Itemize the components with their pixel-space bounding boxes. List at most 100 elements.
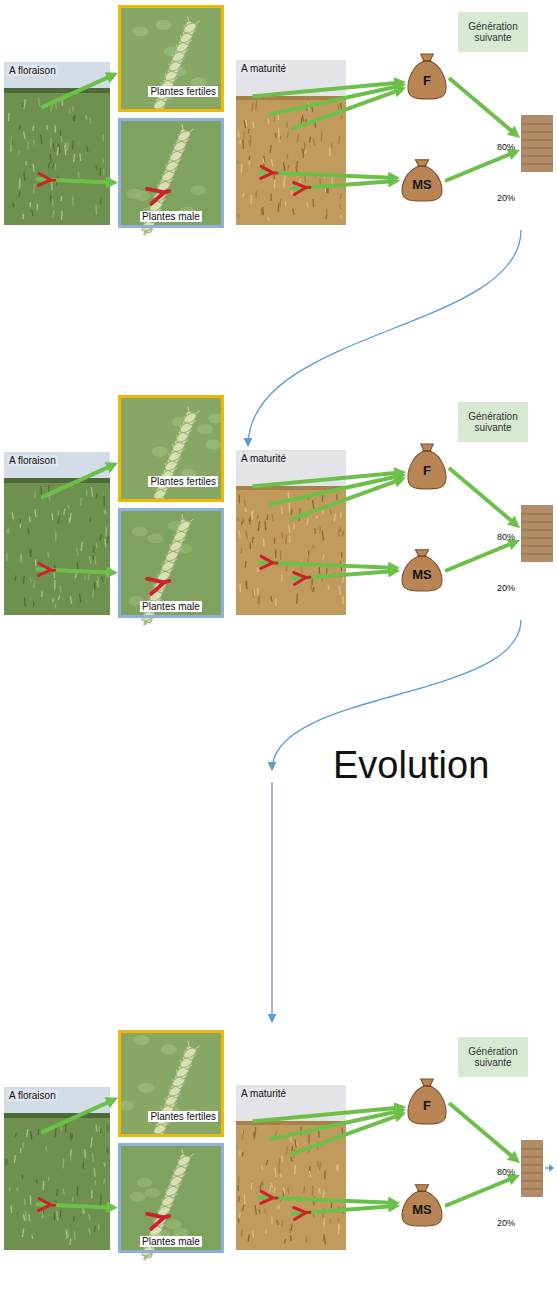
plant-blade bbox=[317, 1161, 318, 1167]
plant-blade bbox=[23, 172, 25, 180]
flow-block bbox=[4, 395, 553, 625]
plant-blade bbox=[291, 1157, 292, 1162]
photo-caption: A maturité bbox=[239, 453, 288, 464]
plant-blade bbox=[240, 548, 242, 553]
plant-blade bbox=[282, 532, 283, 539]
plant-blade bbox=[285, 534, 287, 544]
plant-blade bbox=[239, 1151, 240, 1156]
plant-blade bbox=[36, 1180, 38, 1184]
plant-blade bbox=[257, 588, 258, 595]
bag-letter: MS bbox=[412, 177, 432, 192]
plant-blade bbox=[73, 116, 75, 121]
plant-blade bbox=[269, 1186, 271, 1192]
photo-caption: A floraison bbox=[7, 455, 58, 466]
plant-blade bbox=[291, 1146, 293, 1151]
tree-line bbox=[4, 88, 110, 93]
plant-blade bbox=[86, 115, 87, 119]
flow-arrow bbox=[291, 480, 398, 519]
plant-blade bbox=[240, 164, 242, 172]
plant-blade bbox=[251, 510, 253, 520]
plant-blade bbox=[79, 153, 81, 161]
plant-blade bbox=[27, 141, 29, 149]
fertile-plant-inset: Plantes fertiles bbox=[118, 5, 224, 112]
plant-blade bbox=[252, 537, 254, 543]
plant-blade bbox=[265, 1229, 267, 1233]
plant-blade bbox=[337, 1164, 339, 1171]
plant-blade bbox=[50, 138, 51, 147]
plant-blade bbox=[324, 1171, 326, 1180]
plant-blade bbox=[242, 1130, 243, 1140]
plant-blade bbox=[264, 156, 265, 163]
plant-blade bbox=[313, 199, 315, 207]
plant-blade bbox=[66, 1230, 67, 1239]
plant-blade bbox=[250, 135, 252, 144]
plant-blade bbox=[95, 556, 96, 565]
plant-blade bbox=[23, 214, 24, 219]
plant-blade bbox=[290, 1235, 291, 1241]
seed-flow-arrow bbox=[449, 468, 514, 523]
plant-blade bbox=[48, 162, 50, 168]
furrow bbox=[521, 1149, 543, 1150]
plant-blade bbox=[342, 531, 343, 537]
bag-letter: F bbox=[423, 1098, 431, 1113]
plant-blade bbox=[98, 576, 99, 581]
castration-mark-stroke bbox=[294, 181, 311, 194]
wheat-spikelet bbox=[176, 129, 192, 143]
plant-blade bbox=[24, 1199, 26, 1206]
plant-blade bbox=[241, 1152, 243, 1156]
flow-arrow bbox=[269, 476, 398, 504]
field-photo bbox=[4, 452, 110, 615]
plant-blade bbox=[323, 555, 324, 560]
plant-blade bbox=[78, 172, 80, 178]
box-text: Génération suivante bbox=[463, 411, 523, 434]
castration-mark bbox=[147, 1208, 171, 1228]
plant-blade bbox=[244, 120, 245, 128]
plant-blade bbox=[322, 531, 323, 541]
furrow bbox=[521, 124, 553, 125]
plant-blade bbox=[296, 594, 298, 604]
plant-blade bbox=[56, 1212, 58, 1218]
plant-blade bbox=[257, 597, 259, 604]
bag-letter: MS bbox=[412, 567, 432, 582]
plant-blade bbox=[248, 160, 250, 165]
castration-mark bbox=[39, 563, 55, 576]
blur-blob bbox=[152, 447, 168, 457]
plant-blade bbox=[34, 184, 35, 194]
plant-blade bbox=[280, 551, 282, 560]
plant-blade bbox=[307, 518, 308, 525]
wheat-spikelet bbox=[182, 21, 198, 35]
plant-blade bbox=[74, 154, 75, 162]
plant-blade bbox=[255, 191, 257, 199]
bag-body bbox=[402, 550, 442, 591]
plant-blade bbox=[252, 1230, 253, 1237]
plant-blade bbox=[53, 211, 54, 217]
bag-letter: F bbox=[423, 73, 431, 88]
furrow bbox=[521, 148, 553, 149]
plant-blade bbox=[284, 175, 285, 184]
plant-blade bbox=[262, 1166, 263, 1170]
plant-blade bbox=[258, 521, 259, 531]
tree-line bbox=[4, 478, 110, 483]
plant-blade bbox=[79, 594, 80, 603]
plant-blade bbox=[15, 575, 17, 580]
plant-blade bbox=[70, 596, 71, 604]
plant-blade bbox=[68, 505, 69, 510]
plant-blade bbox=[249, 140, 250, 146]
plant-blade bbox=[304, 141, 306, 151]
plant-blade bbox=[314, 528, 316, 534]
plant-blade bbox=[267, 514, 268, 520]
photo-caption: Plantes fertiles bbox=[148, 1111, 218, 1122]
photo-caption: A maturité bbox=[239, 63, 288, 74]
plant-blade bbox=[337, 104, 339, 110]
plant-blade bbox=[18, 150, 19, 155]
castration-mark bbox=[147, 573, 171, 593]
plant-blade bbox=[286, 1147, 287, 1155]
plant-blade bbox=[30, 202, 31, 207]
wheat-spikelet bbox=[176, 519, 192, 533]
plant-blade bbox=[94, 581, 96, 590]
castration-mark bbox=[261, 556, 277, 569]
plant-blade bbox=[338, 529, 340, 536]
plant-blade bbox=[91, 1138, 92, 1148]
plant-blade bbox=[238, 1196, 240, 1201]
plant-blade bbox=[308, 1134, 310, 1144]
